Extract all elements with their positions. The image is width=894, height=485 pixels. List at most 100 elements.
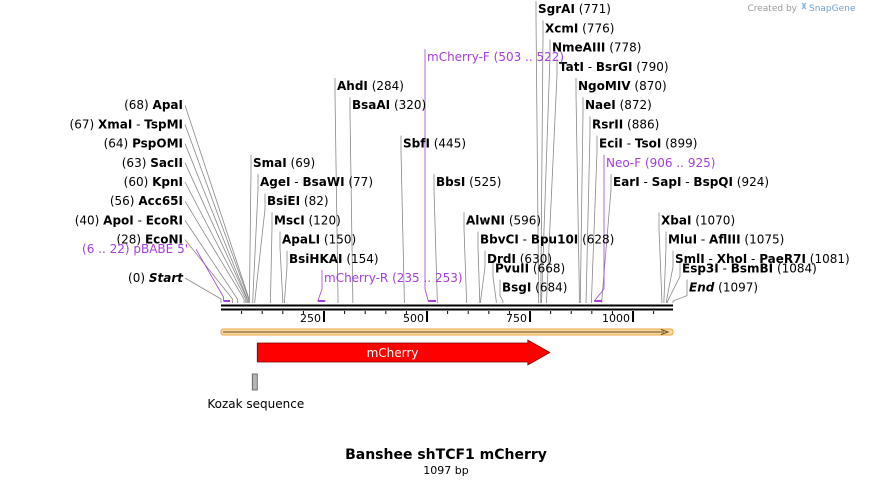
site-alwni[interactable]: AlwNI (596) xyxy=(466,213,541,227)
primer-mcherry-f[interactable]: mCherry-F (503 .. 522) xyxy=(427,50,564,302)
site-msci[interactable]: MscI (120) xyxy=(274,213,341,227)
kozak-label: Kozak sequence xyxy=(207,397,304,411)
primer-label: Neo-F (906 .. 925) xyxy=(606,156,715,170)
site-name: TspMI xyxy=(144,117,183,131)
primer-pbabe-5[interactable]: (6 .. 22) pBABE 5' xyxy=(82,242,231,302)
site-end[interactable]: End (1097) xyxy=(689,281,758,295)
site-xmai-tspmi[interactable]: (67) XmaI - TspMI xyxy=(70,117,183,131)
site-name: BbvCI xyxy=(480,233,519,247)
site-label: EarI - SapI - BspQI (924) xyxy=(613,175,769,189)
site-naei[interactable]: NaeI (872) xyxy=(585,98,652,112)
site-name: PspOMI xyxy=(132,137,183,151)
site-nmeaiii[interactable]: NmeAIII (778) xyxy=(552,41,641,55)
site-name: DrdI xyxy=(487,252,516,266)
site-smli-xhoi-paer7i[interactable]: SmlI - XhoI - PaeR7I (1081) xyxy=(675,252,850,266)
site-name: EciI xyxy=(599,137,623,151)
site-label: NgoMIV (870) xyxy=(578,79,667,93)
site-apai[interactable]: (68) ApaI xyxy=(124,98,183,112)
site-eari-sapi-bspqi[interactable]: EarI - SapI - BspQI (924) xyxy=(613,175,769,189)
primer-leader-line xyxy=(424,49,429,302)
site-xbai[interactable]: XbaI (1070) xyxy=(661,213,735,227)
site-leader-line xyxy=(672,279,688,303)
site-bsihkai[interactable]: BsiHKAI (154) xyxy=(289,252,379,266)
site-xcmi[interactable]: XcmI (776) xyxy=(545,21,614,35)
site-name: End xyxy=(689,281,715,295)
site-coordinate: (776) xyxy=(578,21,614,35)
site-kpni[interactable]: (60) KpnI xyxy=(124,175,183,189)
primer-neo-f[interactable]: Neo-F (906 .. 925) xyxy=(594,156,715,302)
site-label: NmeAIII (778) xyxy=(552,41,641,55)
ruler-tick-label: 250 xyxy=(300,312,321,325)
site-leader-line xyxy=(492,260,497,303)
site-apali[interactable]: ApaLI (150) xyxy=(282,233,356,247)
site-bbvci-bpu10i[interactable]: BbvCI - Bpu10I (628) xyxy=(480,233,614,247)
site-ahdi[interactable]: AhdI (284) xyxy=(337,79,404,93)
site-agei-bsawi[interactable]: AgeI - BsaWI (77) xyxy=(260,175,373,189)
site-drdi[interactable]: DrdI (630) xyxy=(487,252,552,266)
site-label: (28) EcoNI xyxy=(116,233,183,247)
site-ecii-tsoi[interactable]: EciI - TsoI (899) xyxy=(599,137,697,151)
primer-binding-mark xyxy=(428,300,437,302)
plasmid-length: 1097 bp xyxy=(423,464,468,477)
primer-binding-mark xyxy=(317,300,326,302)
ruler-tick-label: 1000 xyxy=(602,312,630,325)
primer-label: (6 .. 22) pBABE 5' xyxy=(82,242,188,256)
site-bsiei[interactable]: BsiEI (82) xyxy=(267,194,329,208)
site-name: MscI xyxy=(274,213,305,227)
site-rsrii[interactable]: RsrII (886) xyxy=(592,117,659,131)
site-name: BsaWI xyxy=(302,175,344,189)
site-tati-bsrgi[interactable]: TatI - BsrGI (790) xyxy=(559,60,669,74)
site-leader-line xyxy=(184,200,245,303)
site-coordinate: (778) xyxy=(605,41,641,55)
site-leader-line xyxy=(433,174,438,303)
site-name: BsiEI xyxy=(267,194,300,208)
site-pvuii[interactable]: PvuII (668) xyxy=(495,261,565,275)
site-ngomiv[interactable]: NgoMIV (870) xyxy=(578,79,667,93)
site-econi[interactable]: (28) EcoNI xyxy=(116,233,183,247)
site-sacii[interactable]: (63) SacII xyxy=(122,156,183,170)
site-coordinate: (64) xyxy=(104,137,132,151)
site-bbsi[interactable]: BbsI (525) xyxy=(436,175,501,189)
site-acc65i[interactable]: (56) Acc65I xyxy=(110,194,183,208)
site-coordinate: (1084) xyxy=(773,261,817,275)
primer-mcherry-r[interactable]: mCherry-R (235 .. 253) xyxy=(317,271,463,302)
site-leader-line xyxy=(575,78,580,303)
site-coordinate: (69) xyxy=(287,156,315,170)
site-bsgi[interactable]: BsgI (684) xyxy=(502,281,567,295)
site-leader-line xyxy=(585,116,591,303)
site-label: ApaLI (150) xyxy=(282,233,356,247)
site-apoi-ecori[interactable]: (40) ApoI - EcoRI xyxy=(75,213,183,227)
site-coordinate: (596) xyxy=(505,213,541,227)
site-name: EcoNI xyxy=(145,233,183,247)
site-coordinate: (63) xyxy=(122,156,150,170)
site-label: SbfI (445) xyxy=(403,137,466,151)
site-label: DrdI (630) xyxy=(487,252,552,266)
feature-mcherry[interactable]: mCherry xyxy=(256,339,551,366)
site-leader-line xyxy=(284,250,288,303)
site-name: SmaI xyxy=(253,156,287,170)
site-start[interactable]: (0) Start xyxy=(128,271,184,285)
site-leader-line xyxy=(249,154,252,303)
site-name: BsmBI xyxy=(731,261,773,275)
site-esp3i-bsmbi[interactable]: Esp3I - BsmBI (1084) xyxy=(682,261,817,275)
site-pspomi[interactable]: (64) PspOMI xyxy=(104,137,183,151)
site-mlui-afliii[interactable]: MluI - AflIII (1075) xyxy=(668,233,784,247)
site-coordinate: (60) xyxy=(124,175,152,189)
site-leader-line xyxy=(591,135,598,303)
site-name: Bpu10I xyxy=(531,233,578,247)
site-sbfi[interactable]: SbfI (445) xyxy=(403,137,466,151)
site-coordinate: (668) xyxy=(529,261,565,275)
site-leader-line xyxy=(184,124,250,303)
backbone-bottom-strand xyxy=(221,308,673,311)
site-leader-line xyxy=(658,212,663,303)
feature-kozak-sequence[interactable]: Kozak sequence xyxy=(207,373,304,411)
site-label: BsgI (684) xyxy=(502,281,567,295)
site-coordinate: (1070) xyxy=(691,213,735,227)
site-sgrai[interactable]: SgrAI (771) xyxy=(538,2,611,16)
site-smai[interactable]: SmaI (69) xyxy=(253,156,315,170)
site-coordinate: (899) xyxy=(661,137,697,151)
site-bsaai[interactable]: BsaAI (320) xyxy=(352,98,426,112)
site-name: SmlI xyxy=(675,252,705,266)
mcherry-arrow xyxy=(256,339,551,366)
